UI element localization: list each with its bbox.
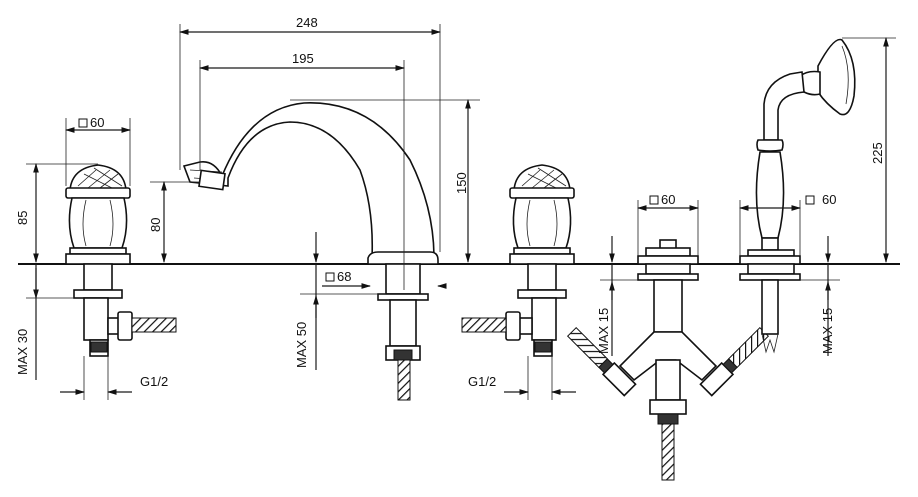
shower-max-thickness-label: MAX 15 [820, 308, 835, 354]
left-handle-valve [65, 164, 177, 357]
shower-height-label: 225 [870, 142, 885, 164]
spout [182, 102, 439, 401]
left-handle-dimensions: 60 85 MAX 30 G1/2 [15, 115, 168, 400]
right-thread-label: G1/2 [468, 374, 496, 389]
left-thread-label: G1/2 [140, 374, 168, 389]
diverter-dimensions: 60 MAX 15 [596, 192, 699, 356]
left-handle-height-label: 85 [15, 211, 30, 225]
hand-shower-dimensions: 60 225 MAX 15 [739, 37, 896, 356]
spout-total-width-label: 248 [296, 15, 318, 30]
diverter-valve [566, 239, 770, 481]
spout-outlet-height-label: 80 [148, 218, 163, 232]
spout-max-thickness-label: MAX 50 [294, 322, 309, 368]
spout-base-label: 68 [337, 269, 351, 284]
diverter-base-label: 60 [661, 192, 675, 207]
spout-height-label: 150 [454, 172, 469, 194]
right-handle-dimensions: G1/2 [468, 356, 576, 400]
hand-shower [739, 38, 856, 354]
spout-reach-label: 195 [292, 51, 314, 66]
right-handle-valve [461, 164, 575, 357]
shower-base-label: 60 [822, 192, 836, 207]
diverter-max-thickness-label: MAX 15 [596, 308, 611, 354]
left-max-thickness-label: MAX 30 [15, 329, 30, 375]
spout-dimensions: 248 195 150 80 MAX 50 68 [148, 15, 480, 370]
left-handle-base-label: 60 [90, 115, 104, 130]
